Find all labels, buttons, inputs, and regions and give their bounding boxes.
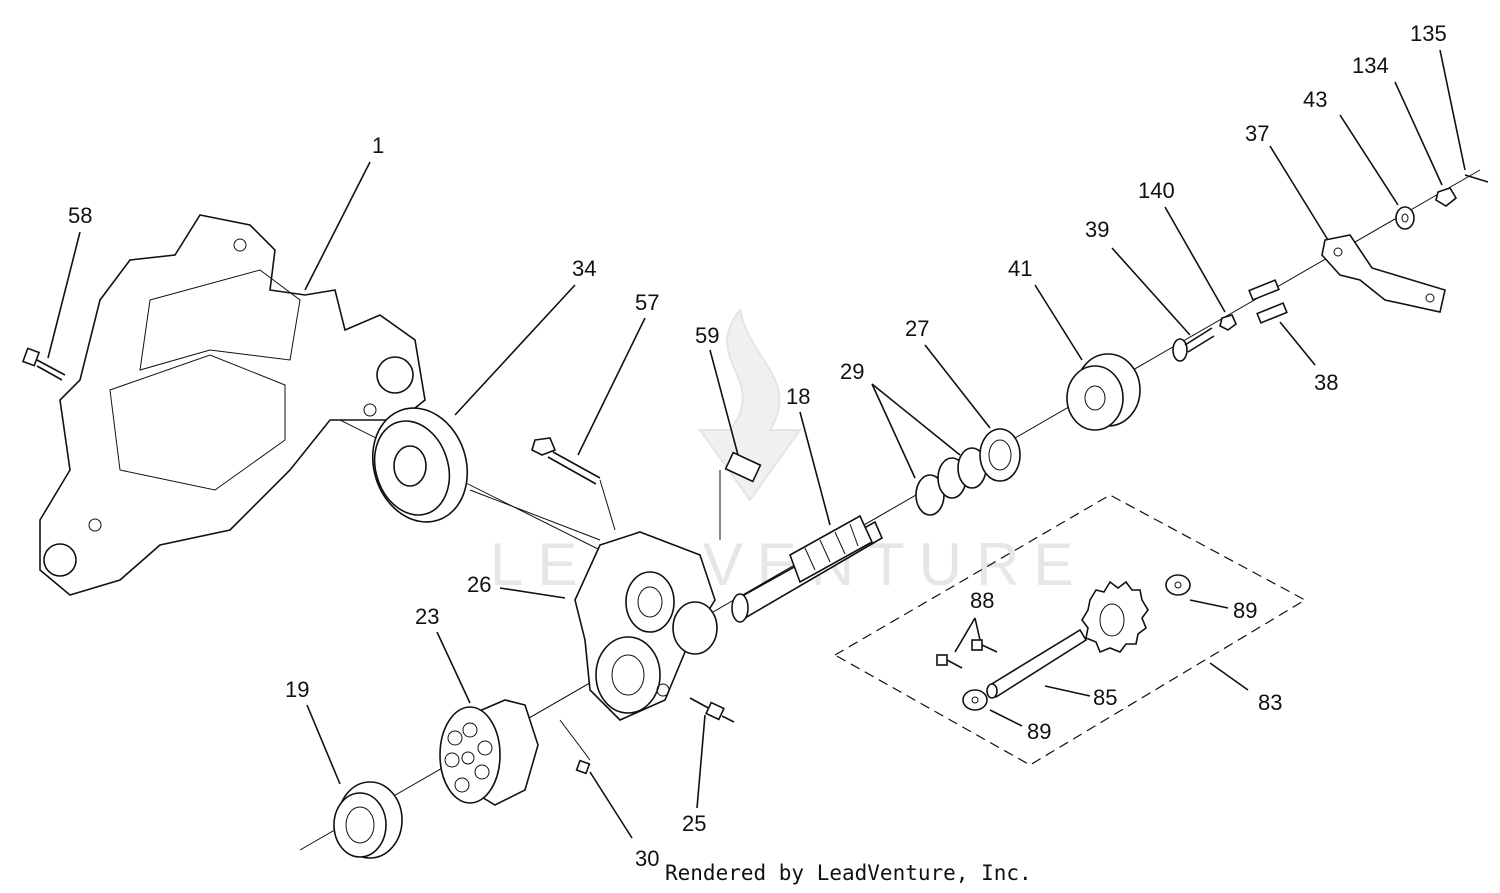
callout-29: 29: [840, 359, 864, 384]
callout-1: 1: [372, 133, 384, 158]
callout-85: 85: [1093, 685, 1117, 710]
part-housing: [39, 214, 426, 596]
callout-57: 57: [635, 290, 659, 315]
part-fitting-25: [689, 697, 735, 723]
part-seal-27: [979, 428, 1021, 482]
callout-19: 19: [285, 677, 309, 702]
part-washer-89: [962, 574, 1191, 711]
part-bracket-37: [1321, 234, 1446, 313]
callout-41: 41: [1008, 256, 1032, 281]
callout-58: 58: [68, 203, 92, 228]
part-seal-19: [333, 781, 403, 859]
part-pin-59: [724, 451, 762, 483]
part-pins-38: [1248, 279, 1288, 324]
part-washer-43: [1395, 206, 1415, 230]
part-nut-134: [1435, 187, 1458, 207]
part-pin-135: [1464, 174, 1489, 183]
callout-labels: 1 58 34 57 59 18 29 27 41 39 140 37 43 1…: [68, 21, 1447, 871]
callout-26: 26: [467, 572, 491, 597]
callout-37: 37: [1245, 121, 1269, 146]
callout-27: 27: [905, 316, 929, 341]
part-gear-83: [1081, 580, 1149, 654]
part-bolt-58: [21, 347, 66, 381]
part-cylinder-block-23: [439, 699, 539, 806]
subassembly-outline-83: [833, 494, 1307, 766]
callout-30: 30: [635, 846, 659, 871]
callout-59: 59: [695, 323, 719, 348]
part-screw-39: [1172, 327, 1215, 362]
part-pulley-41: [1066, 353, 1141, 431]
callout-23: 23: [415, 604, 439, 629]
part-key-30: [575, 759, 591, 775]
part-center-section-26: [574, 531, 718, 721]
part-screws-88: [936, 639, 998, 669]
part-rings-29: [915, 447, 987, 516]
part-shaft-18: [731, 514, 884, 623]
callout-88: 88: [970, 588, 994, 613]
callout-89-upper: 89: [1233, 598, 1257, 623]
callout-38: 38: [1314, 370, 1338, 395]
callout-43: 43: [1303, 87, 1327, 112]
callout-140: 140: [1138, 178, 1175, 203]
part-bolt-57: [531, 437, 601, 485]
callout-134: 134: [1352, 53, 1389, 78]
callout-25: 25: [682, 811, 706, 836]
part-cup-34: [371, 407, 469, 523]
callout-34: 34: [572, 256, 596, 281]
callout-39: 39: [1085, 217, 1109, 242]
part-nut-140: [1219, 314, 1237, 331]
callout-18: 18: [786, 384, 810, 409]
watermark-flame-logo: [698, 307, 802, 502]
render-credit: Rendered by LeadVenture, Inc.: [665, 861, 1032, 885]
callout-89-lower: 89: [1027, 719, 1051, 744]
callout-83: 83: [1258, 690, 1282, 715]
callout-135: 135: [1410, 21, 1447, 46]
part-shaft-85: [986, 628, 1088, 699]
leader-lines: [47, 49, 1466, 839]
